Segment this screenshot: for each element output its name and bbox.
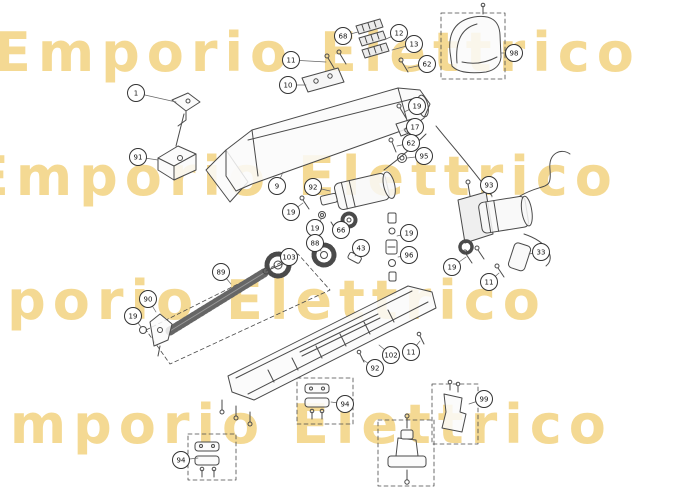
watermark-text: Emporio Elettrico: [0, 269, 540, 332]
part-callout-96: 96: [400, 246, 418, 264]
part-callout-19: 19: [124, 307, 142, 325]
svg-text:19: 19: [413, 102, 422, 110]
svg-text:19: 19: [448, 263, 457, 271]
svg-text:9: 9: [275, 182, 279, 190]
part-callout-62: 62: [418, 55, 436, 73]
svg-text:66: 66: [337, 226, 346, 234]
svg-text:95: 95: [420, 152, 429, 160]
part-callout-19: 19: [443, 258, 461, 276]
svg-text:96: 96: [405, 251, 414, 259]
svg-text:68: 68: [339, 32, 348, 40]
arm-assembly: [205, 87, 431, 203]
part-callout-92: 92: [304, 178, 322, 196]
part-callout-10: 10: [279, 76, 297, 94]
svg-text:12: 12: [395, 29, 404, 37]
svg-text:103: 103: [282, 253, 295, 261]
svg-text:19: 19: [311, 224, 320, 232]
terminal-blocks: [355, 18, 390, 59]
svg-text:10: 10: [284, 81, 293, 89]
svg-text:43: 43: [357, 244, 366, 252]
part-callout-11: 11: [282, 51, 300, 69]
diagram-artwork: 1111068121362989199219176295931919668843…: [124, 2, 571, 487]
svg-text:62: 62: [407, 139, 416, 147]
part-callout-9: 9: [268, 177, 286, 195]
part-callout-95: 95: [415, 147, 433, 165]
svg-text:99: 99: [480, 395, 489, 403]
motor-wire: [383, 133, 427, 171]
svg-text:13: 13: [410, 40, 419, 48]
svg-text:62: 62: [423, 60, 432, 68]
gearmotor: [435, 125, 571, 278]
front-fork: [139, 313, 173, 357]
part-callout-90: 90: [139, 290, 157, 308]
front-attachment: [171, 92, 201, 147]
svg-text:11: 11: [485, 278, 494, 286]
svg-text:19: 19: [405, 229, 414, 237]
part-callout-92: 92: [366, 359, 384, 377]
part-callout-94: 94: [336, 395, 354, 413]
part-callout-102: 102: [382, 346, 400, 364]
motor: [319, 171, 396, 211]
svg-text:1: 1: [134, 89, 138, 97]
svg-text:19: 19: [129, 312, 138, 320]
part-callout-19: 19: [400, 224, 418, 242]
part-callout-68: 68: [334, 27, 352, 45]
floor-bracket: [387, 413, 427, 485]
part-callout-11: 11: [402, 343, 420, 361]
worm-spring: [165, 259, 293, 336]
part-callout-99: 99: [475, 390, 493, 408]
part-callout-19: 19: [282, 203, 300, 221]
part-callout-19: 19: [306, 219, 324, 237]
part-callout-94: 94: [172, 451, 190, 469]
svg-text:89: 89: [217, 268, 226, 276]
svg-text:92: 92: [309, 183, 318, 191]
svg-text:11: 11: [287, 56, 296, 64]
svg-text:98: 98: [510, 49, 519, 57]
clamp-plates-center: [304, 383, 330, 420]
svg-text:90: 90: [144, 295, 153, 303]
watermark-text: Emporio Elettrico: [0, 21, 641, 84]
part-callout-19: 19: [408, 97, 426, 115]
top-plate-group: [301, 49, 409, 93]
svg-text:92: 92: [371, 364, 380, 372]
svg-text:17: 17: [411, 123, 420, 131]
stop-bracket: [441, 379, 467, 433]
part-callout-62: 62: [402, 134, 420, 152]
clamp-plates-left: [194, 441, 220, 478]
svg-text:102: 102: [384, 351, 397, 359]
part-callout-17: 17: [406, 118, 424, 136]
part-callout-66: 66: [332, 221, 350, 239]
svg-text:88: 88: [311, 239, 320, 247]
cover-cap: [449, 2, 502, 74]
part-callout-98: 98: [505, 44, 523, 62]
svg-text:11: 11: [407, 348, 416, 356]
part-callout-93: 93: [480, 176, 498, 194]
part-callout-89: 89: [212, 263, 230, 281]
part-callout-1: 1: [127, 84, 145, 102]
release-lever: [157, 145, 197, 181]
part-callout-13: 13: [405, 35, 423, 53]
svg-text:93: 93: [485, 181, 494, 189]
svg-text:94: 94: [177, 456, 186, 464]
part-callout-11: 11: [480, 273, 498, 291]
base-housing: [219, 285, 437, 427]
svg-text:91: 91: [134, 153, 143, 161]
fitting-stack: [385, 212, 398, 282]
part-callout-91: 91: [129, 148, 147, 166]
part-callout-12: 12: [390, 24, 408, 42]
watermark-text: Emporio Elettrico: [0, 393, 613, 456]
svg-text:33: 33: [537, 248, 546, 256]
part-callout-33: 33: [532, 243, 550, 261]
svg-text:94: 94: [341, 400, 350, 408]
part-callout-103: 103: [280, 248, 298, 266]
part-callout-88: 88: [306, 234, 324, 252]
part-callout-43: 43: [352, 239, 370, 257]
svg-text:19: 19: [287, 208, 296, 216]
